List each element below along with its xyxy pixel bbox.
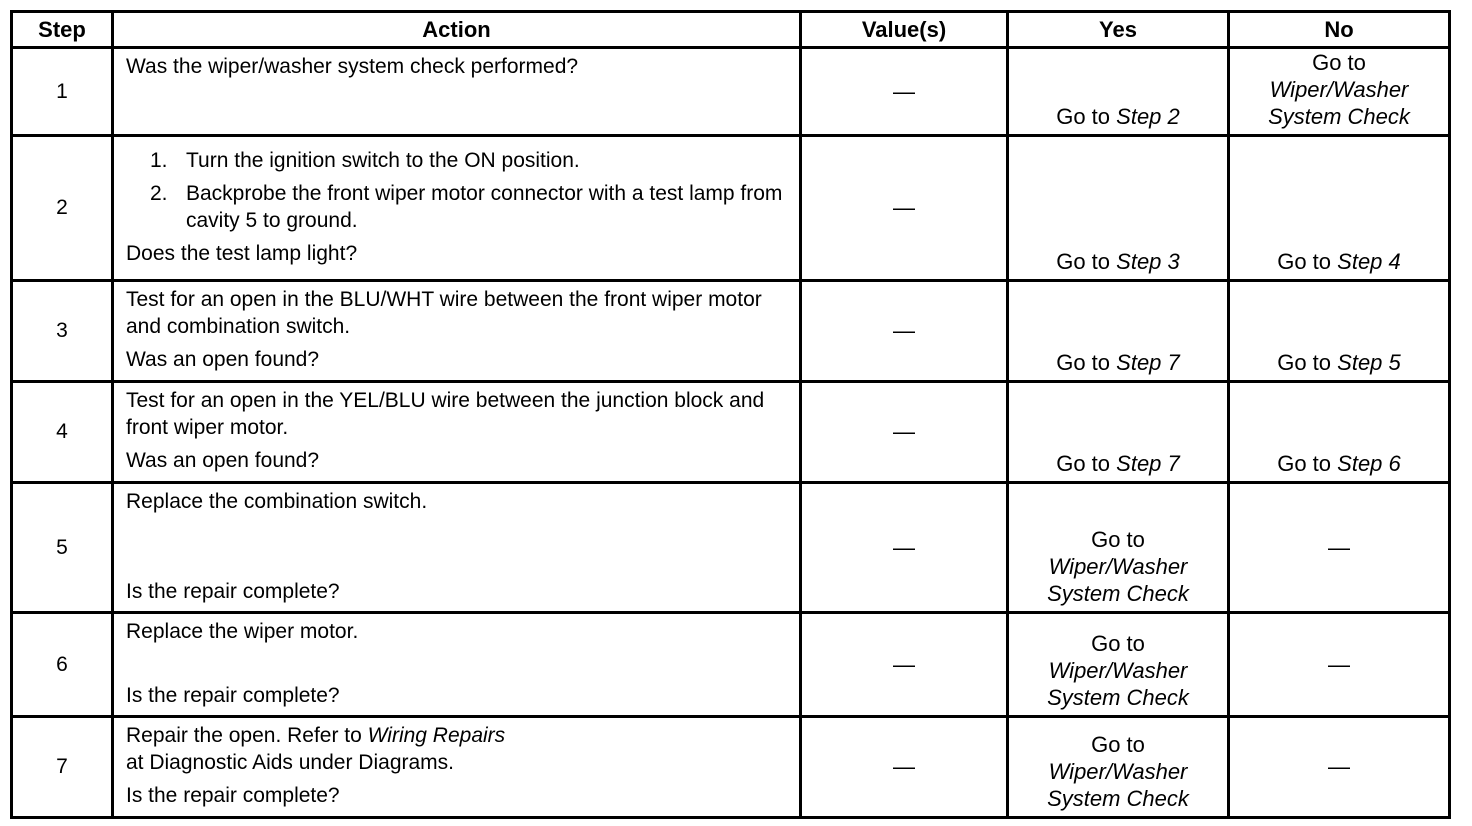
step-number: 6 xyxy=(10,611,114,718)
goto-prefix: Go to xyxy=(1277,451,1332,476)
no-cell: — xyxy=(1227,611,1451,718)
header-action: Action xyxy=(111,10,802,49)
no-cell: — xyxy=(1227,715,1451,819)
step-number: 4 xyxy=(10,380,114,484)
action-question: Is the repair complete? xyxy=(126,684,340,707)
value-cell: — xyxy=(799,611,1009,718)
goto-link[interactable]: Step 3 xyxy=(1116,249,1180,274)
wiring-repairs-link[interactable]: Wiring Repairs xyxy=(367,724,506,747)
value-cell: — xyxy=(799,279,1009,383)
step-number: 5 xyxy=(10,481,114,614)
action-text-line2: at Diagnostic Aids under Diagrams. xyxy=(126,751,454,774)
action-cell: Was the wiper/washer system check perfor… xyxy=(111,46,802,137)
table-row: 7 Repair the open. Refer to Wiring Repai… xyxy=(10,715,1451,819)
diagnostic-table: Step Action Value(s) Yes No 1 Was the wi… xyxy=(10,10,1451,819)
value-cell: — xyxy=(799,481,1009,614)
action-question: Was an open found? xyxy=(126,348,320,371)
goto-prefix: Go to xyxy=(1091,527,1145,552)
header-values: Value(s) xyxy=(799,10,1009,49)
goto-prefix: Go to xyxy=(1056,350,1111,375)
action-cell: Test for an open in the YEL/BLU wire bet… xyxy=(111,380,802,484)
goto-prefix: Go to xyxy=(1277,350,1332,375)
header-yes: Yes xyxy=(1006,10,1230,49)
yes-cell: Go to Step 2 xyxy=(1006,46,1230,137)
action-cell: Repair the open. Refer to Wiring Repairs… xyxy=(111,715,802,819)
value-cell: — xyxy=(799,46,1009,137)
goto-link[interactable]: Step 7 xyxy=(1116,451,1180,476)
goto-prefix: Go to xyxy=(1091,631,1145,656)
table-row: 6 Replace the wiper motor. Is the repair… xyxy=(10,611,1451,718)
action-text: Test for an open in the BLU/WHT wire bet… xyxy=(126,288,762,338)
no-cell: Go to Step 6 xyxy=(1227,380,1451,484)
action-question: Is the repair complete? xyxy=(126,580,340,603)
goto-prefix: Go to xyxy=(1056,104,1111,129)
action-cell: Test for an open in the BLU/WHT wire bet… xyxy=(111,279,802,383)
table-row: 1 Was the wiper/washer system check perf… xyxy=(10,46,1451,137)
value-cell: — xyxy=(799,134,1009,282)
header-row: Step Action Value(s) Yes No xyxy=(10,10,1451,49)
header-step: Step xyxy=(10,10,114,49)
no-cell: — xyxy=(1227,481,1451,614)
goto-prefix: Go to xyxy=(1312,50,1366,75)
action-text: Test for an open in the YEL/BLU wire bet… xyxy=(126,389,765,439)
action-cell: Replace the wiper motor. Is the repair c… xyxy=(111,611,802,718)
goto-prefix: Go to xyxy=(1277,249,1332,274)
table-row: 5 Replace the combination switch. Is the… xyxy=(10,481,1451,614)
step-number: 2 xyxy=(10,134,114,282)
value-cell: — xyxy=(799,380,1009,484)
list-item: 1.Turn the ignition switch to the ON pos… xyxy=(150,149,580,172)
action-question: Was an open found? xyxy=(126,449,320,472)
table-row: 2 1.Turn the ignition switch to the ON p… xyxy=(10,134,1451,282)
list-item: 2.Backprobe the front wiper motor connec… xyxy=(150,182,783,232)
action-question: Does the test lamp light? xyxy=(126,242,358,265)
action-text: Replace the wiper motor. xyxy=(126,620,359,643)
goto-link[interactable]: Step 5 xyxy=(1337,350,1401,375)
table-row: 4 Test for an open in the YEL/BLU wire b… xyxy=(10,380,1451,484)
goto-prefix: Go to xyxy=(1056,451,1111,476)
yes-cell: Go to Step 3 xyxy=(1006,134,1230,282)
yes-cell: Go to Step 7 xyxy=(1006,279,1230,383)
step-number: 3 xyxy=(10,279,114,383)
action-text: Was the wiper/washer system check perfor… xyxy=(126,55,579,78)
goto-link[interactable]: Step 4 xyxy=(1337,249,1401,274)
no-cell: Go to Step 4 xyxy=(1227,134,1451,282)
action-text: Replace the combination switch. xyxy=(126,490,428,513)
goto-prefix: Go to xyxy=(1056,249,1111,274)
value-cell: — xyxy=(799,715,1009,819)
goto-prefix: Go to xyxy=(1091,732,1145,757)
action-steps: 1.Turn the ignition switch to the ON pos… xyxy=(126,147,789,234)
header-no: No xyxy=(1227,10,1451,49)
table-row: 3 Test for an open in the BLU/WHT wire b… xyxy=(10,279,1451,383)
action-cell: Replace the combination switch. Is the r… xyxy=(111,481,802,614)
step-number: 7 xyxy=(10,715,114,819)
action-text: Repair the open. Refer to Wiring Repairs xyxy=(126,724,506,747)
action-cell: 1.Turn the ignition switch to the ON pos… xyxy=(111,134,802,282)
no-cell: Go to Step 5 xyxy=(1227,279,1451,383)
goto-link[interactable]: Step 6 xyxy=(1337,451,1401,476)
step-number: 1 xyxy=(10,46,114,137)
action-question: Is the repair complete? xyxy=(126,784,340,807)
yes-cell: Go to Step 7 xyxy=(1006,380,1230,484)
goto-link[interactable]: Step 7 xyxy=(1116,350,1180,375)
goto-link[interactable]: Step 2 xyxy=(1116,104,1180,129)
